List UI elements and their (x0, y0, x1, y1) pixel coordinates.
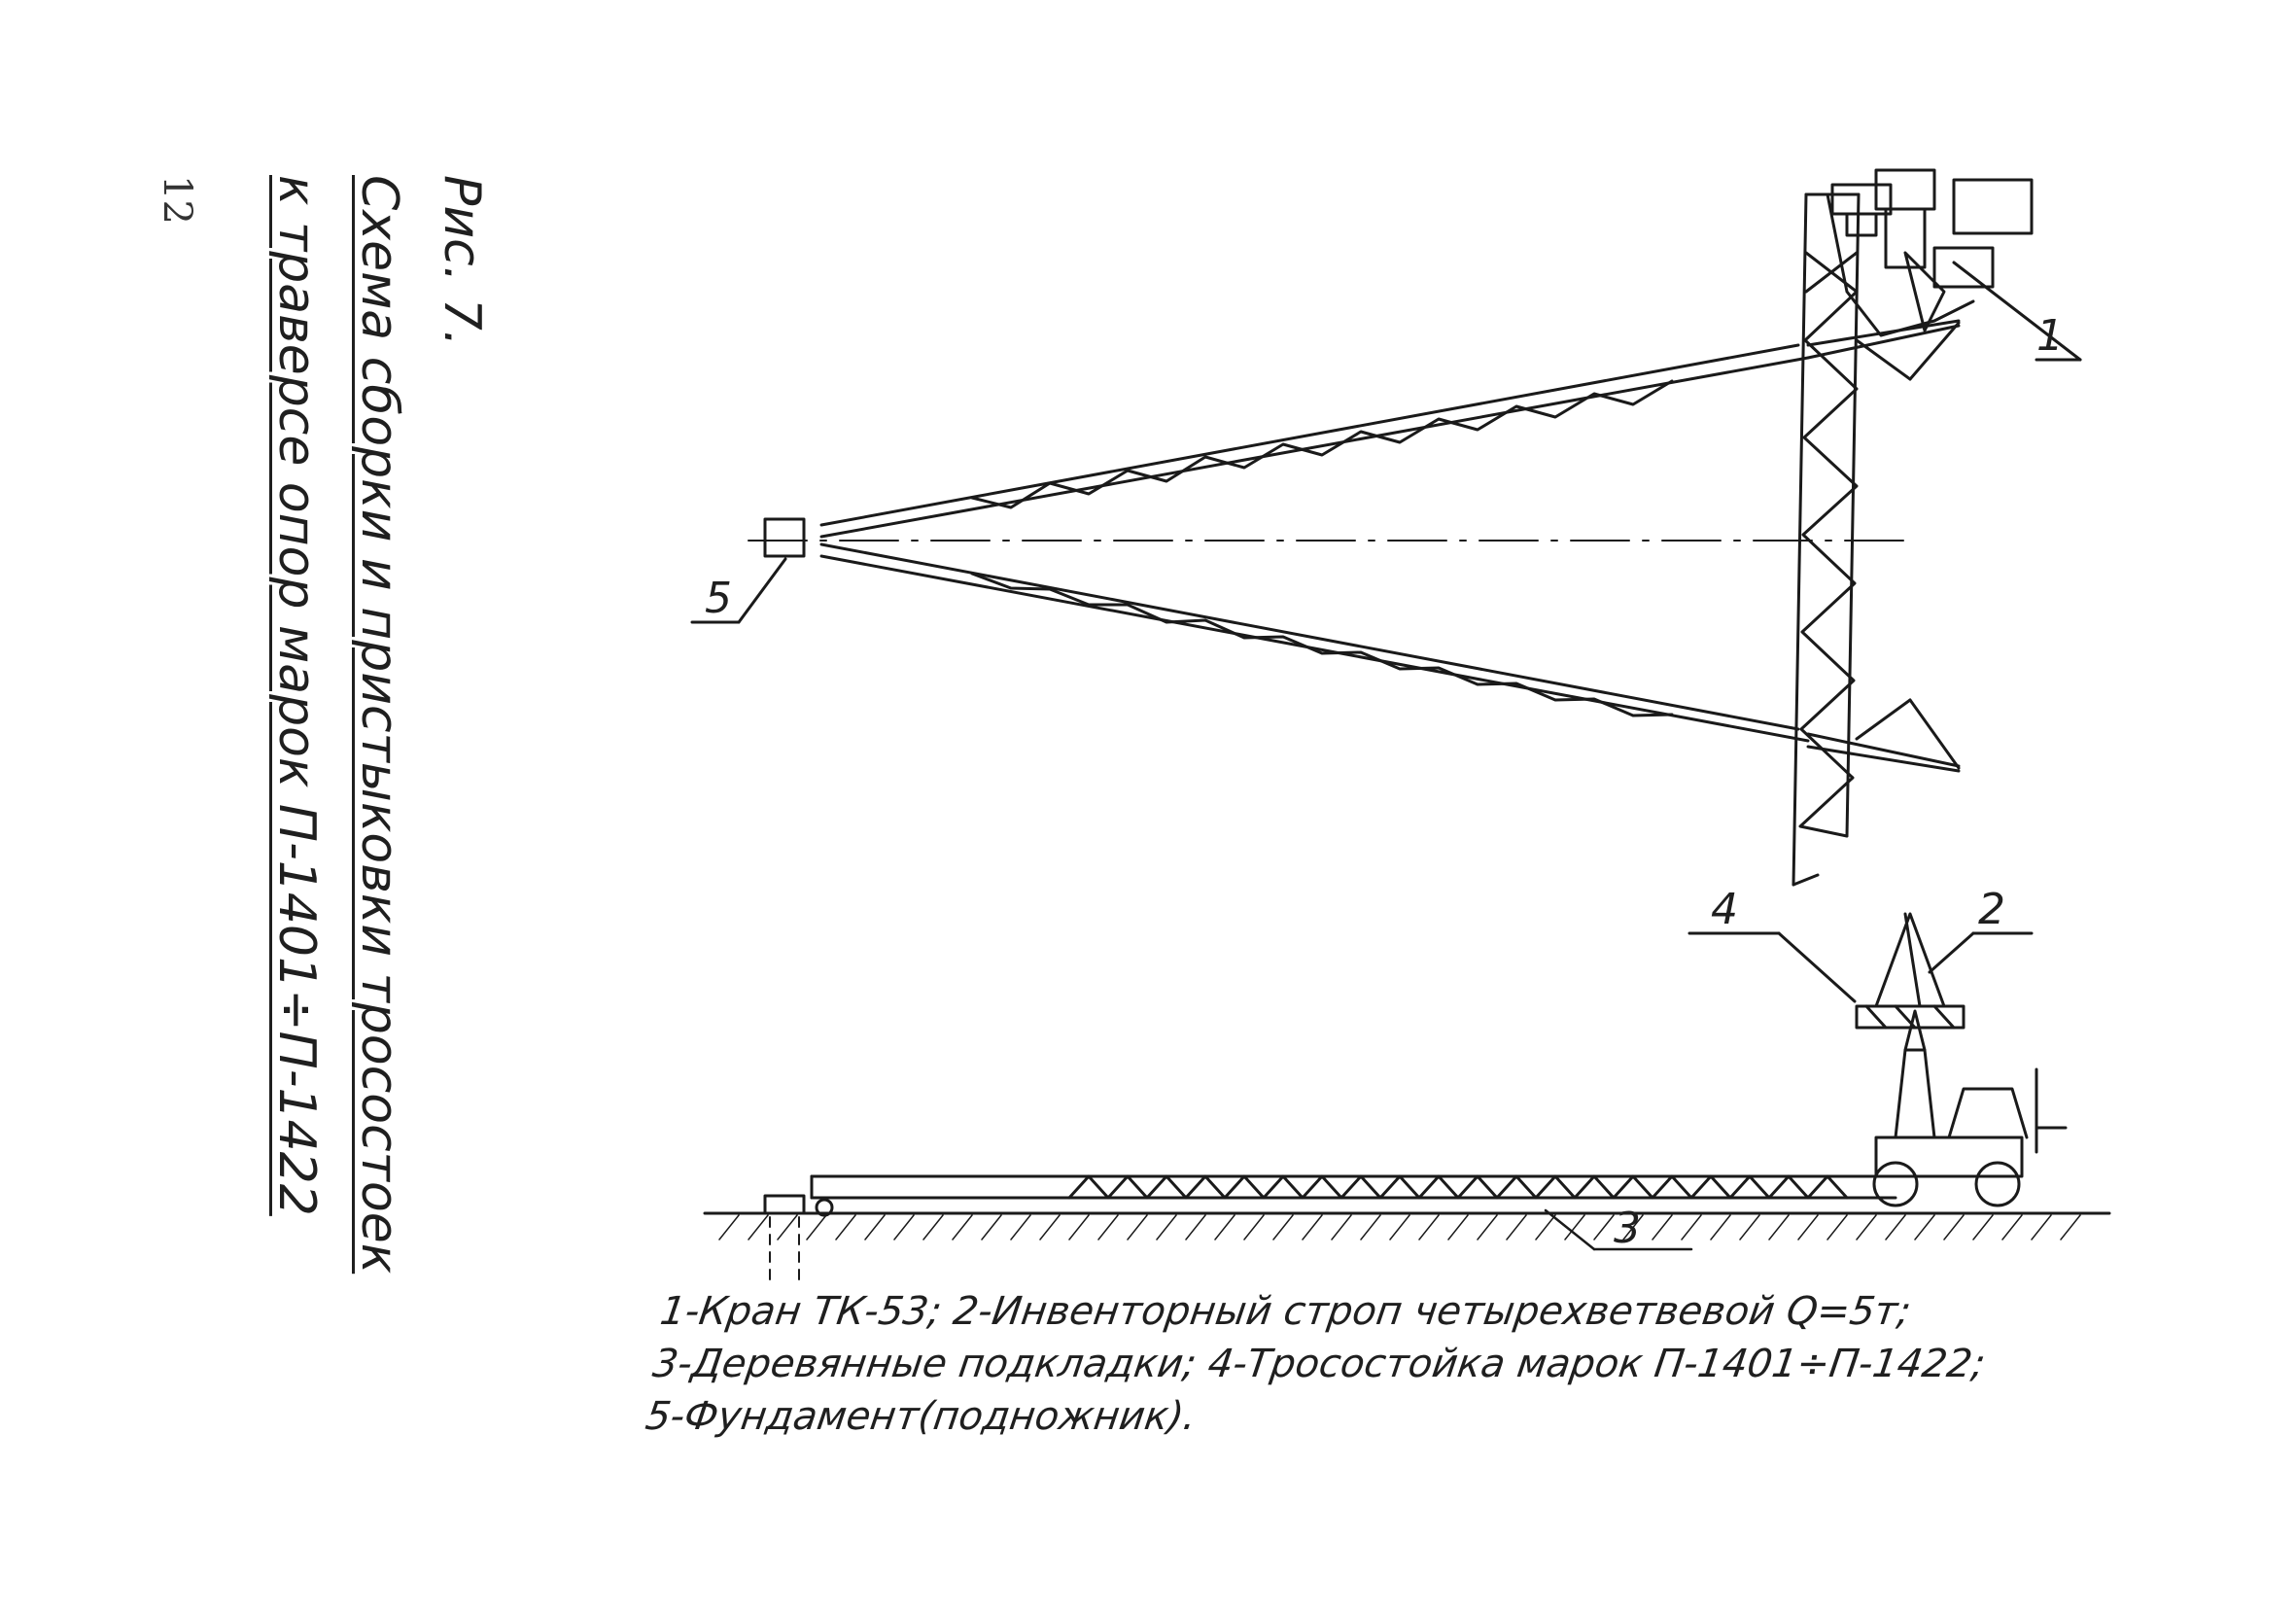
callout-3: 3 (1614, 1204, 1641, 1253)
legend-line-2: 3-Деревянные подкладки; 4-Тросостойка ма… (649, 1342, 1989, 1386)
top-view-lower-arm (819, 542, 1961, 773)
legend: 1-Кран ТК-53; 2-Инвенторный строп четыре… (643, 1285, 1997, 1443)
crane-side-view (1872, 1009, 2068, 1207)
legend-line-1: 1-Кран ТК-53; 2-Инвенторный строп четыре… (657, 1289, 1914, 1334)
sling-and-post (1687, 912, 2034, 1030)
legend-line-3: 5-Фундамент(подножник). (643, 1394, 1200, 1439)
callout-2: 2 (1978, 885, 2005, 934)
top-view-upper-arm (819, 319, 1961, 539)
callout-4: 4 (1711, 885, 1738, 934)
foundation (763, 517, 806, 558)
side-view-lattice (810, 1174, 1897, 1217)
crane-top-view (1826, 168, 2082, 362)
callout-1: 1 (2036, 311, 2064, 361)
ground (703, 1194, 2111, 1284)
callout-5: 5 (705, 574, 732, 623)
